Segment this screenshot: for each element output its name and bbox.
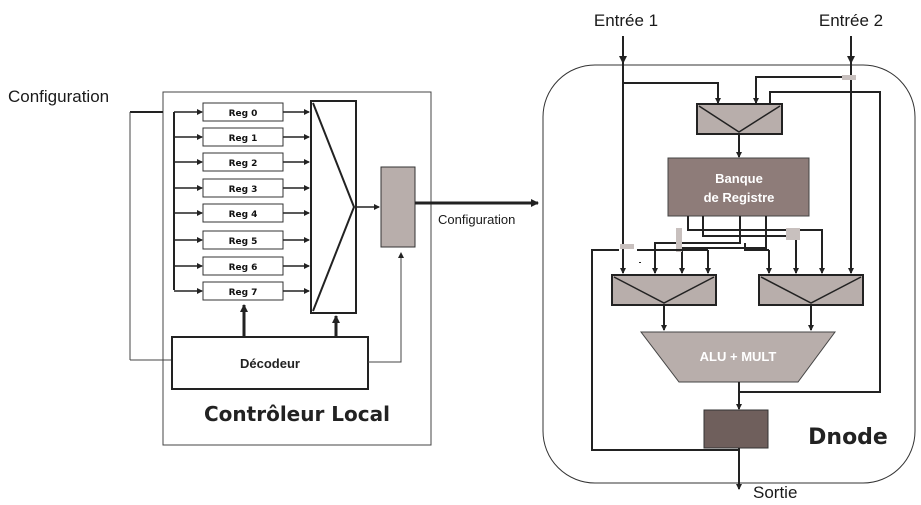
register-6-label: Reg 6: [229, 263, 258, 273]
register-2-label: Reg 2: [229, 159, 258, 169]
input-1-label: Entrée 1: [594, 11, 658, 30]
register-4-label: Reg 4: [229, 210, 258, 220]
config-register: [380, 166, 416, 248]
register-7-label: Reg 7: [229, 288, 258, 298]
output-register: [703, 409, 769, 449]
alu-label: ALU + MULT: [700, 349, 777, 364]
register-bank-line1: Banque: [715, 171, 763, 186]
register-4: Reg 4: [174, 203, 310, 223]
decoder-label: Décodeur: [240, 356, 300, 371]
link-label: Configuration: [438, 212, 515, 227]
lower-left-multiplexer: [611, 274, 717, 306]
decoder-box: [171, 336, 369, 390]
register-0: Reg 0: [174, 102, 310, 122]
register-5: Reg 5: [174, 230, 310, 250]
bank-distribution-wires: [639, 216, 823, 263]
register-1-label: Reg 1: [229, 134, 258, 144]
register-5-label: Reg 5: [229, 237, 258, 247]
output-label: Sortie: [753, 483, 797, 502]
dnode-label: Dnode: [808, 425, 888, 450]
register-stack: Reg 0 Reg 1 Reg 2 Reg 3: [174, 102, 310, 301]
config-input-label: Configuration: [8, 87, 109, 106]
local-controller-label: Contrôleur Local: [204, 402, 390, 426]
register-6: Reg 6: [174, 256, 310, 276]
register-3: Reg 3: [174, 178, 310, 198]
register-bank: [667, 157, 810, 217]
configuration-link: Configuration: [415, 199, 539, 227]
register-7: Reg 7: [174, 281, 310, 301]
local-controller: Configuration Reg 0 Reg 1 Reg 2: [8, 87, 432, 446]
register-1: Reg 1: [174, 127, 310, 147]
register-3-label: Reg 3: [229, 185, 258, 195]
register-0-label: Reg 0: [229, 109, 258, 119]
top-multiplexer: [696, 103, 783, 135]
register-bank-line2: de Registre: [704, 190, 775, 205]
lower-right-multiplexer: [758, 274, 864, 306]
dnode: Entrée 1 Entrée 2 Banque de Registre: [542, 11, 916, 502]
alu-mult-unit: [639, 331, 836, 383]
register-2: Reg 2: [174, 152, 310, 172]
input-2-label: Entrée 2: [819, 11, 883, 30]
dnode-box: [542, 64, 916, 484]
controller-multiplexer: [310, 100, 357, 314]
